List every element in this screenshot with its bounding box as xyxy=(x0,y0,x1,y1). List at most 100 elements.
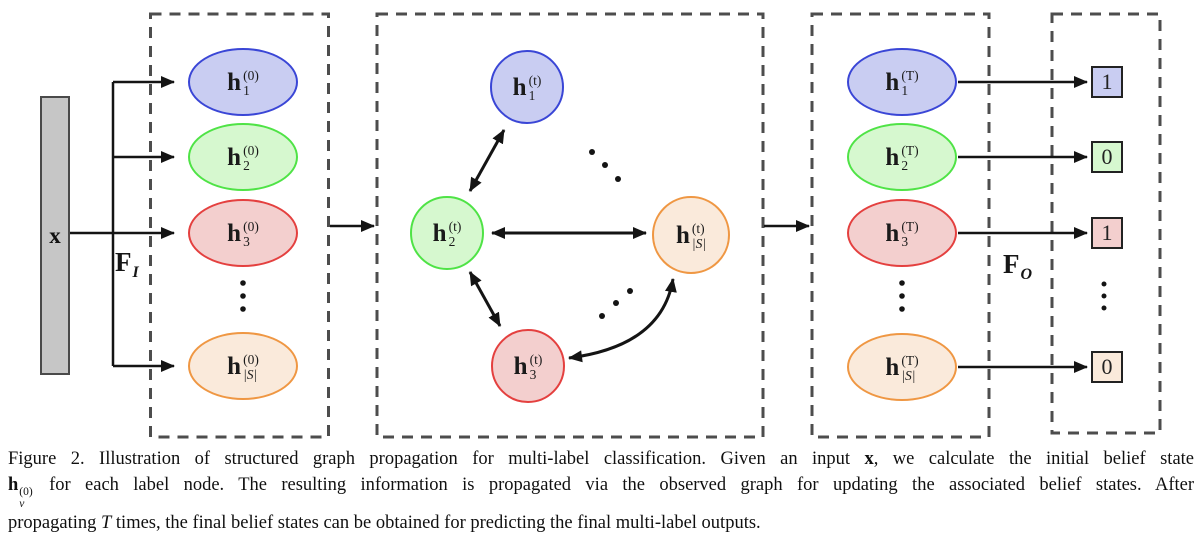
node-h1-initial: h(0)1 xyxy=(188,48,298,116)
node-label-sub: 2 xyxy=(243,158,250,173)
node-hS-graph: h(t)|S| xyxy=(652,196,730,274)
caption-h-sup: (0) xyxy=(19,486,33,498)
node-label-sub: 1 xyxy=(243,83,250,98)
figure-caption: Figure 2. Illustration of structured gra… xyxy=(8,446,1194,536)
node-label-sup: (0) xyxy=(243,142,259,158)
node-label-sup: (0) xyxy=(243,218,259,234)
node-h3-final: h(T)3 xyxy=(847,199,957,267)
node-label-base: h xyxy=(885,143,900,171)
input-function-label: FI xyxy=(115,249,139,281)
edge-h3-hS-curved xyxy=(568,278,677,363)
node-label-scripts: (0)2 xyxy=(243,143,259,173)
node-label-base: h xyxy=(227,68,242,96)
caption-bold-h: h xyxy=(8,475,19,495)
node-hS-final: h(T)|S| xyxy=(847,333,957,401)
ellipsis-graph-upper xyxy=(589,149,621,182)
caption-h-sub: v xyxy=(19,498,25,511)
output-value-4: 0 xyxy=(1091,351,1123,383)
caption-text: Figure 2. Illustration of structured gra… xyxy=(8,449,865,469)
output-digit: 0 xyxy=(1101,144,1113,169)
dashed-box-initial-states xyxy=(149,12,330,439)
node-label-sup: (T) xyxy=(901,67,919,83)
dashed-box-graph-propagation xyxy=(375,12,765,439)
node-label-sub: 2 xyxy=(448,234,456,249)
node-label-sub: 3 xyxy=(529,367,537,382)
node-h1-final: h(T)1 xyxy=(847,48,957,116)
node-label-base: h xyxy=(885,219,900,247)
output-digit: 1 xyxy=(1101,220,1113,245)
node-label-scripts: (t)1 xyxy=(529,73,542,103)
node-label-sub: 1 xyxy=(901,83,909,98)
figure-diagram: x FI FO h(0)1 h(0)2 h(0)3 h(0)|S| h(t)1 … xyxy=(40,12,1162,439)
node-label-base: h xyxy=(675,221,690,249)
node-label-base: h xyxy=(227,219,242,247)
f-output-base: F xyxy=(1003,249,1020,279)
node-label-sub: 1 xyxy=(528,88,536,103)
node-label-scripts: (T)2 xyxy=(901,143,918,173)
node-label-sup: (T) xyxy=(901,142,919,158)
output-digit: 1 xyxy=(1101,69,1113,94)
node-h2-graph: h(t)2 xyxy=(410,196,484,270)
output-function-label: FO xyxy=(1003,251,1032,283)
node-label-sub: |S| xyxy=(901,368,916,383)
f-input-sub: I xyxy=(132,264,139,281)
f-input-base: F xyxy=(115,247,132,277)
node-h2-initial: h(0)2 xyxy=(188,123,298,191)
node-label-sub: 3 xyxy=(243,234,250,249)
node-h2-final: h(T)2 xyxy=(847,123,957,191)
node-label-scripts: (T)1 xyxy=(901,68,918,98)
node-label-scripts: (0)3 xyxy=(243,219,259,249)
edge-h2-h3 xyxy=(468,271,502,327)
caption-text: for each label node. The resulting infor… xyxy=(34,475,1194,495)
node-label-scripts: (T)|S| xyxy=(901,353,918,383)
output-value-2: 0 xyxy=(1091,141,1123,173)
dashed-box-outputs xyxy=(1050,12,1162,435)
node-label-sub: |S| xyxy=(243,367,258,382)
caption-h-scripts: (0)v xyxy=(19,486,32,510)
output-value-1: 1 xyxy=(1091,66,1123,98)
diagram-canvas xyxy=(70,12,1162,439)
node-label-scripts: (t)3 xyxy=(530,352,543,382)
output-digit: 0 xyxy=(1101,354,1113,379)
node-h3-initial: h(0)3 xyxy=(188,199,298,267)
node-label-base: h xyxy=(227,143,242,171)
caption-text: times, the final belief states can be ob… xyxy=(111,513,761,534)
node-label-sup: (T) xyxy=(901,352,919,368)
node-label-base: h xyxy=(885,68,900,96)
node-label-sup: (t) xyxy=(528,72,542,88)
node-label-scripts: (t)2 xyxy=(449,219,462,249)
caption-line-2: h(0)v for each label node. The resulting… xyxy=(8,472,1194,510)
caption-line-3: propagating T times, the final belief st… xyxy=(8,510,1194,536)
caption-italic-T: T xyxy=(101,513,112,534)
ellipsis-graph-lower xyxy=(599,288,633,319)
node-label-sub: 3 xyxy=(901,234,909,249)
node-h3-graph: h(t)3 xyxy=(491,329,565,403)
ellipsis-initial-column xyxy=(240,280,246,312)
node-label-base: h xyxy=(513,352,528,380)
node-label-scripts: (0)1 xyxy=(243,68,259,98)
f-output-sub: O xyxy=(1020,266,1033,283)
node-label-base: h xyxy=(885,353,900,381)
ellipsis-output-column xyxy=(1101,281,1107,311)
caption-text: , we calculate the initial belief state xyxy=(873,449,1195,469)
output-value-3: 1 xyxy=(1091,217,1123,249)
node-label-scripts: (t)|S| xyxy=(692,221,706,251)
node-label-sup: (t) xyxy=(448,218,462,234)
node-label-sup: (0) xyxy=(243,67,259,83)
node-label-sup: (t) xyxy=(529,351,543,367)
node-label-sub: |S| xyxy=(691,236,707,251)
node-label-base: h xyxy=(432,219,447,247)
node-label-scripts: (0)|S| xyxy=(243,352,259,382)
caption-text: propagating xyxy=(8,513,101,534)
node-hS-initial: h(0)|S| xyxy=(188,332,298,400)
node-label-base: h xyxy=(512,73,527,101)
node-label-sup: (T) xyxy=(901,218,919,234)
ellipsis-final-column xyxy=(899,280,905,312)
caption-bold-x: x xyxy=(864,449,874,469)
edge-h2-h1 xyxy=(468,129,506,192)
dashed-box-final-states xyxy=(810,12,991,439)
input-vector-label: x xyxy=(49,222,61,248)
node-label-sup: (t) xyxy=(691,220,705,236)
node-label-sup: (0) xyxy=(243,351,259,367)
caption-line-1: Figure 2. Illustration of structured gra… xyxy=(8,446,1194,472)
